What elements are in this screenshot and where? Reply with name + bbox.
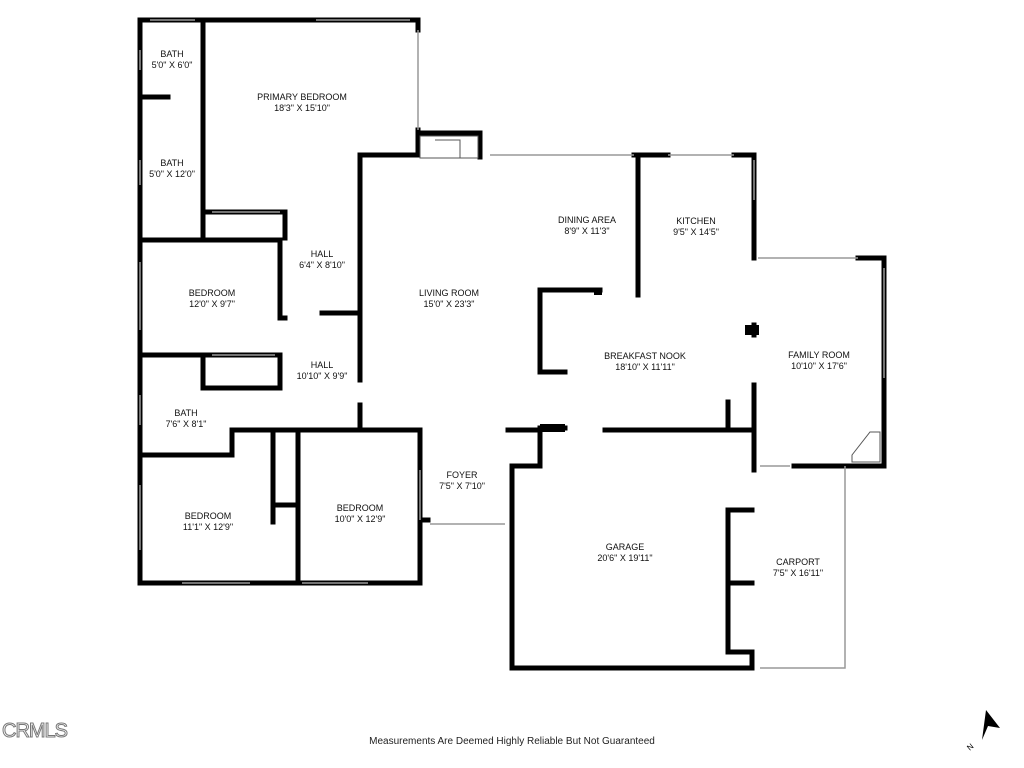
room-bedroom-1: BEDROOM 12'0" X 9'7" [188, 288, 236, 309]
room-garage: GARAGE 20'6" X 19'11" [597, 542, 653, 563]
windows [139, 19, 885, 669]
room-living-room: LIVING ROOM 15'0" X 23'3" [418, 288, 480, 309]
compass-label: N [965, 742, 975, 753]
room-carport: CARPORT 7'5" X 16'11" [772, 557, 824, 578]
room-bath-1: BATH 5'0" X 6'0" [151, 49, 193, 70]
room-family-room: FAMILY ROOM 10'10" X 17'6" [788, 350, 850, 371]
room-kitchen: KITCHEN 9'5" X 14'5" [673, 216, 719, 237]
room-bath-3: BATH 7'6" X 8'1" [165, 408, 207, 429]
disclaimer-text: Measurements Are Deemed Highly Reliable … [369, 736, 655, 747]
room-bedroom-2: BEDROOM 11'1" X 12'9" [182, 511, 234, 532]
fireplace-icon [419, 135, 881, 463]
room-foyer: FOYER 7'5" X 7'10" [439, 470, 485, 491]
room-hall-2: HALL 10'10" X 9'9" [296, 360, 348, 381]
room-hall-1: HALL 6'4" X 8'10" [299, 249, 345, 270]
room-bath-2: BATH 5'0" X 12'0" [149, 158, 195, 179]
fixtures [540, 290, 759, 432]
logo: CRMLS [1, 720, 68, 743]
north-arrow-icon: N [965, 710, 1000, 753]
room-breakfast-nook: BREAKFAST NOOK 18'10" X 11'11" [604, 351, 686, 372]
room-primary-bedroom: PRIMARY BEDROOM 18'3" X 15'10" [257, 92, 347, 113]
room-bedroom-3: BEDROOM 10'0" X 12'9" [334, 503, 386, 524]
room-dining-area: DINING AREA 8'9" X 11'3" [557, 215, 617, 236]
